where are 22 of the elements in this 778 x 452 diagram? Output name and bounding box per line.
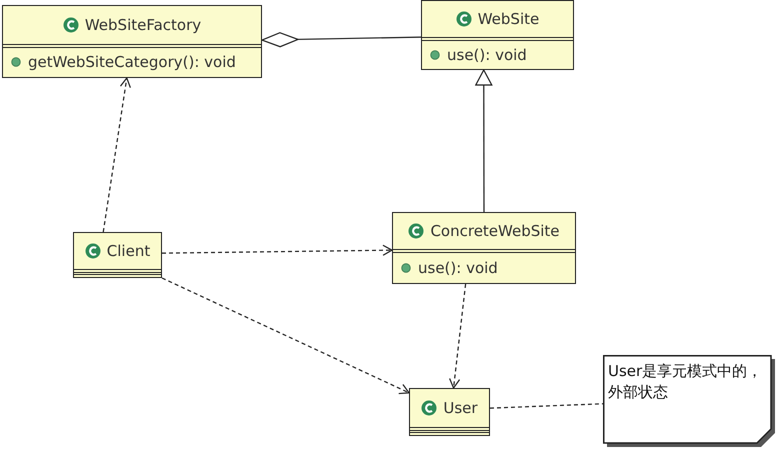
method-signature: use(): void bbox=[447, 46, 527, 64]
arrow bbox=[102, 77, 131, 232]
note-box bbox=[603, 355, 775, 447]
arrow bbox=[475, 69, 492, 212]
class-name: WebSite bbox=[478, 10, 540, 28]
class-box bbox=[421, 0, 574, 70]
class-box bbox=[2, 5, 262, 78]
method-signature: use(): void bbox=[418, 258, 498, 276]
method-signature: getWebSiteCategory(): void bbox=[28, 53, 236, 71]
class-box bbox=[73, 232, 162, 278]
arrow bbox=[449, 284, 466, 389]
class-box bbox=[409, 388, 490, 436]
connector-line bbox=[490, 403, 604, 409]
arrow bbox=[162, 277, 410, 394]
note-text: User是享元模式中的，外部状态 bbox=[608, 361, 764, 403]
arrow bbox=[162, 244, 393, 256]
class-name: WebSiteFactory bbox=[84, 16, 202, 34]
aggregation-line bbox=[261, 32, 422, 48]
class-box bbox=[392, 212, 576, 284]
class-name: Client bbox=[106, 242, 150, 260]
class-name: User bbox=[443, 399, 478, 417]
class-name: ConcreteWebSite bbox=[430, 222, 560, 240]
